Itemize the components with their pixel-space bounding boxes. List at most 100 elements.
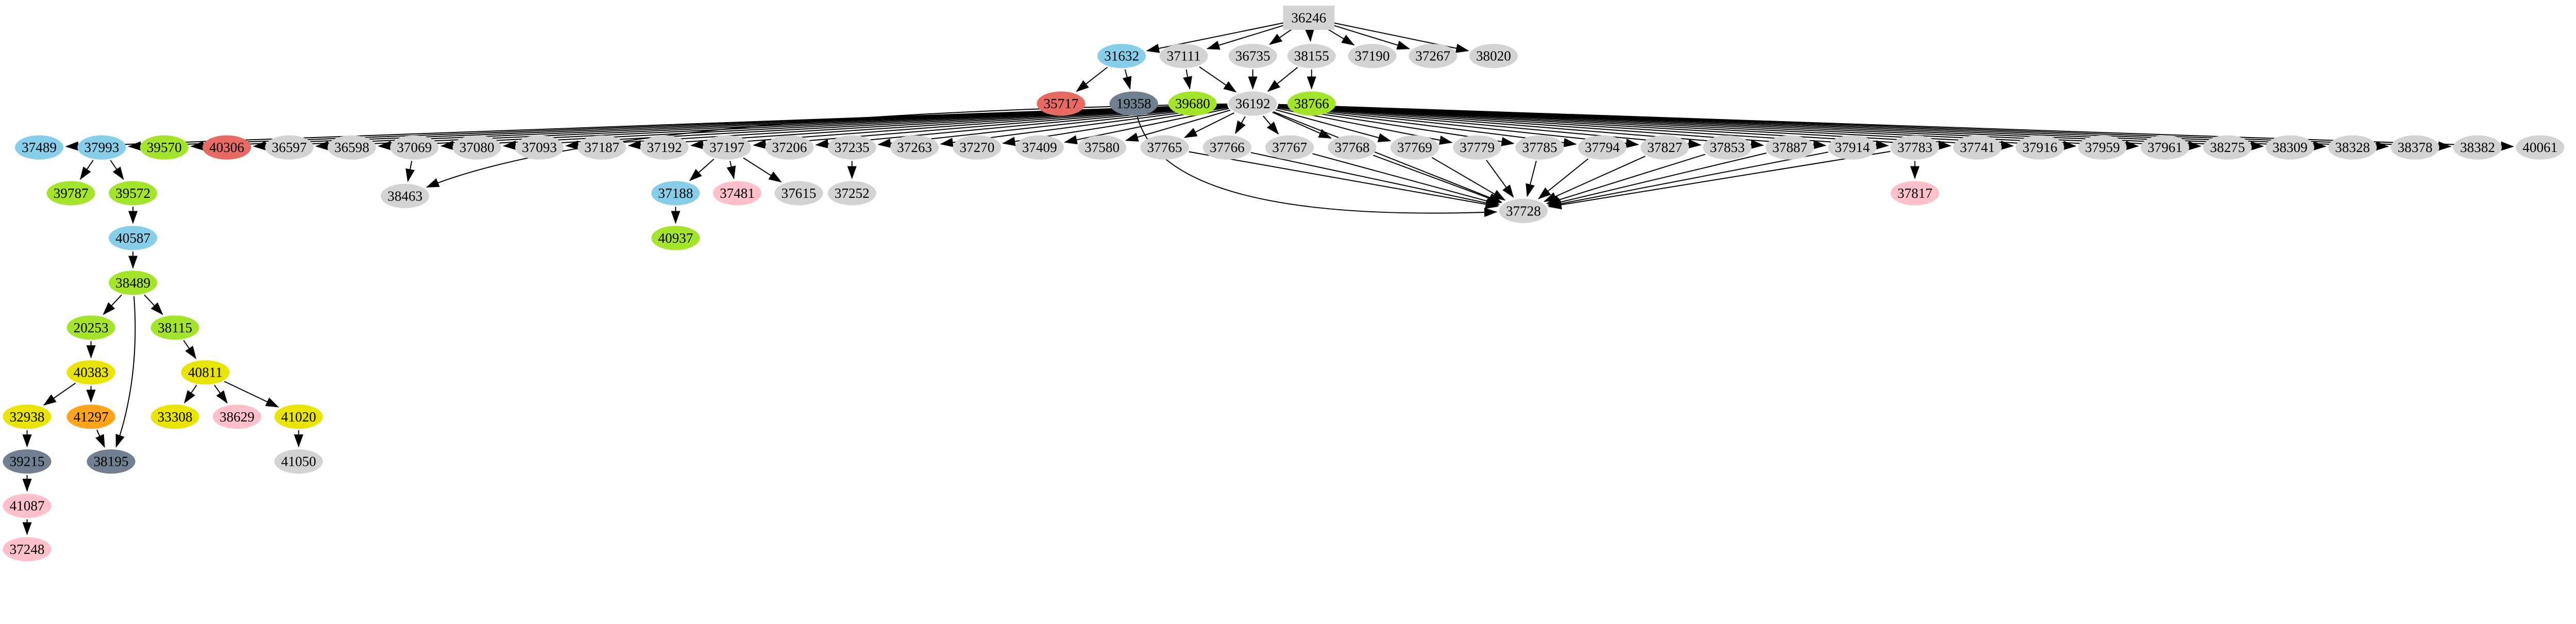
edge-37766-37728: [1250, 152, 1499, 208]
node-label: 38382: [2460, 140, 2495, 155]
graph-node-37270: 37270: [953, 135, 1002, 160]
edge-37069-38463: [405, 161, 415, 182]
graph-node-41020: 41020: [274, 404, 323, 429]
graph-node-40061: 40061: [2516, 135, 2565, 160]
node-label: 39570: [147, 140, 182, 155]
edge-38489-38115: [144, 294, 163, 315]
graph-node-37192: 37192: [640, 135, 689, 160]
node-label: 38020: [1476, 48, 1511, 64]
edge-37779-37728: [1486, 160, 1514, 198]
node-label: 37489: [22, 140, 57, 155]
node-label: 37263: [897, 140, 932, 155]
edge-36246-36735: [1269, 28, 1294, 45]
edge-40383-32938: [43, 382, 76, 406]
graph-node-37197: 37197: [702, 135, 752, 160]
node-label: 36192: [1235, 96, 1270, 111]
graph-node-37916: 37916: [2015, 135, 2064, 160]
node-label: 37252: [835, 185, 870, 201]
graph-node-37768: 37768: [1328, 135, 1377, 160]
graph-node-38766: 38766: [1287, 91, 1336, 116]
graph-node-37188: 37188: [651, 181, 700, 206]
edge-38115-40811: [183, 340, 197, 360]
edge-36192-37768: [1272, 111, 1332, 139]
node-label: 37481: [720, 185, 755, 201]
graph-node-37961: 37961: [2141, 135, 2190, 160]
node-label: 20253: [74, 320, 109, 335]
edge-31632-35717: [1076, 66, 1108, 92]
graph-node-38115: 38115: [150, 315, 199, 340]
graph-node-37817: 37817: [1890, 181, 1939, 206]
node-label: 37615: [782, 185, 817, 201]
graph-node-39787: 39787: [46, 181, 95, 206]
node-label: 37817: [1897, 185, 1933, 201]
node-label: 37188: [658, 185, 693, 201]
edge-37767-37728: [1312, 153, 1500, 206]
node-label: 36246: [1291, 10, 1326, 25]
node-label: 37190: [1355, 48, 1390, 64]
edge-36192-37728: [1273, 111, 1502, 203]
edge-38489-38195: [115, 296, 136, 448]
node-label: 38195: [94, 454, 129, 469]
graph-node-40937: 40937: [651, 226, 700, 250]
node-label: 19358: [1116, 96, 1151, 111]
edge-36192-37206: [815, 105, 1228, 149]
graph-node-37766: 37766: [1202, 135, 1251, 160]
node-label: 36598: [334, 140, 369, 155]
graph-node-39680: 39680: [1168, 91, 1217, 116]
graph-node-37206: 37206: [765, 135, 814, 160]
edge-37197-37188: [689, 159, 715, 181]
edge-36192-37765: [1183, 112, 1234, 138]
edge-37914-37728: [1548, 151, 1828, 209]
graph-node-37187: 37187: [578, 135, 626, 160]
node-label: 41087: [10, 498, 45, 514]
node-label: 37794: [1585, 140, 1620, 155]
graph-node-37481: 37481: [713, 181, 761, 206]
node-label: 36597: [272, 140, 307, 155]
node-label: 37766: [1210, 140, 1245, 155]
edge-37785-37728: [1526, 160, 1537, 197]
node-label: 37959: [2085, 140, 2120, 155]
node-label: 37993: [84, 140, 119, 155]
node-label: 35717: [1043, 96, 1078, 111]
node-label: 38155: [1294, 48, 1329, 64]
node-label: 38309: [2273, 140, 2308, 155]
node-label: 37580: [1084, 140, 1120, 155]
node-label: 37961: [2147, 140, 2182, 155]
graph-node-33308: 33308: [150, 404, 199, 429]
graph-node-40587: 40587: [109, 226, 158, 250]
edge-36192-37767: [1263, 115, 1279, 135]
node-label: 41050: [281, 454, 316, 469]
graph-node-41297: 41297: [66, 404, 115, 429]
graph-node-37111: 37111: [1159, 44, 1208, 69]
node-label: 38463: [387, 188, 422, 204]
node-label: 37914: [1835, 140, 1870, 155]
graph-node-40306: 40306: [202, 135, 251, 160]
node-label: 37093: [522, 140, 557, 155]
graph-node-37069: 37069: [390, 135, 439, 160]
node-label: 40937: [658, 230, 693, 246]
edge-37769-37728: [1431, 157, 1506, 201]
graph-node-37409: 37409: [1015, 135, 1064, 160]
graph-node-37769: 37769: [1390, 135, 1439, 160]
graph-node-38309: 38309: [2265, 135, 2314, 160]
graph-node-41087: 41087: [3, 494, 52, 518]
graph-node-39570: 39570: [140, 135, 189, 160]
graph-node-37794: 37794: [1578, 135, 1627, 160]
edge-36246-37267: [1331, 24, 1411, 50]
graph-node-41050: 41050: [274, 449, 323, 474]
node-label: 36735: [1235, 48, 1270, 64]
graph-node-37741: 37741: [1953, 135, 2002, 160]
node-label: 37248: [10, 542, 45, 557]
node-label: 39215: [10, 454, 45, 469]
node-label: 37785: [1522, 140, 1557, 155]
edge-36192-37916: [1278, 104, 2014, 150]
graph-node-37785: 37785: [1515, 135, 1564, 160]
edge-36192-37887: [1278, 105, 1764, 149]
graph-node-31632: 31632: [1097, 44, 1146, 69]
node-label: 37767: [1272, 140, 1307, 155]
node-label: 37853: [1710, 140, 1745, 155]
graph-node-38195: 38195: [87, 449, 135, 474]
node-label: 37069: [397, 140, 432, 155]
graph-node-36735: 36735: [1228, 44, 1277, 69]
graph-node-36192: 36192: [1228, 91, 1277, 116]
